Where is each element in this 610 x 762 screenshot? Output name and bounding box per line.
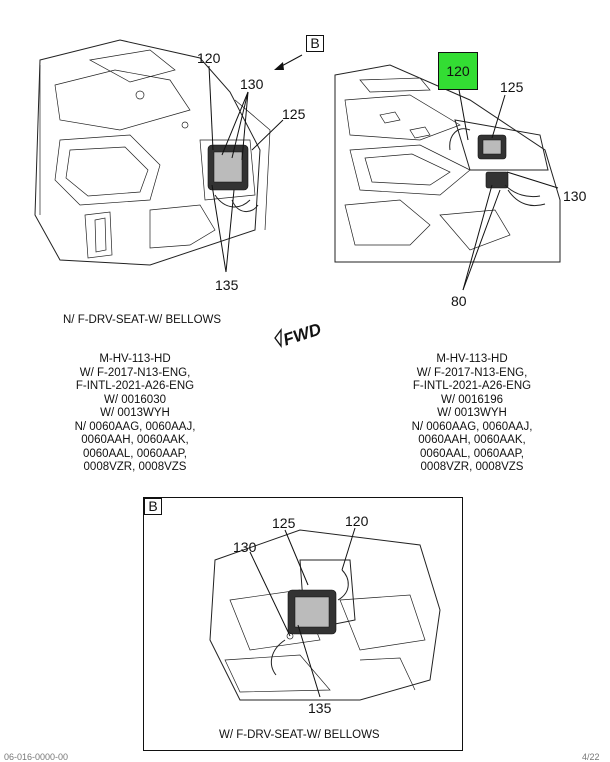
callout-120-detail: 120 <box>345 513 369 529</box>
highlighted-callout-120[interactable]: 120 <box>438 52 478 90</box>
detail-ref-box[interactable]: B <box>306 35 324 52</box>
callout-125-right: 125 <box>500 79 524 95</box>
callout-125-left: 125 <box>282 106 306 122</box>
left-platform-art <box>34 39 271 266</box>
detail-b-art <box>209 529 441 701</box>
callout-135-detail: 135 <box>308 700 332 716</box>
detail-b-frame <box>143 497 463 751</box>
footer-right: 4/22 <box>582 752 600 762</box>
callout-120-left: 120 <box>197 50 221 66</box>
callout-80-right: 80 <box>451 293 467 309</box>
footer-left: 06-016-0000-00 <box>4 752 69 762</box>
right-view-caption: M-HV-113-HD W/ F-2017-N13-ENG, F-INTL-20… <box>411 353 533 473</box>
right-platform-art <box>334 64 561 263</box>
left-view-caption: M-HV-113-HD W/ F-2017-N13-ENG, F-INTL-20… <box>74 353 196 473</box>
callout-130-detail: 130 <box>233 539 257 555</box>
callout-135-left: 135 <box>215 277 239 293</box>
detail-b-ref: B <box>144 498 162 515</box>
left-view-note: N/ F-DRV-SEAT-W/ BELLOWS <box>63 314 222 326</box>
callout-125-detail: 125 <box>272 515 296 531</box>
callout-130-right: 130 <box>563 188 587 204</box>
detail-b-note: W/ F-DRV-SEAT-W/ BELLOWS <box>219 729 380 741</box>
callout-130-left: 130 <box>240 76 264 92</box>
